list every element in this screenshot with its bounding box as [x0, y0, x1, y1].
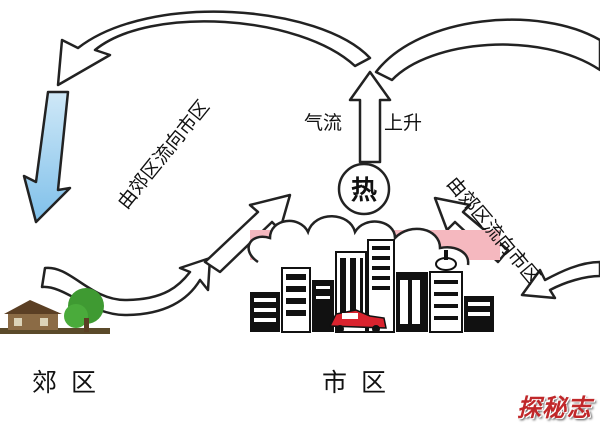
rising-air-label-right: 上升	[384, 112, 423, 134]
surface-flow-arrow-right	[520, 260, 600, 300]
city-label: 市区	[322, 368, 401, 397]
inflow-arrow-left	[203, 193, 292, 274]
heat-circle	[337, 162, 391, 216]
upper-return-arrow-left	[56, 10, 372, 87]
heat-cloud	[247, 215, 470, 266]
city-skyline	[250, 239, 494, 333]
watermark-logo: 探秘志	[517, 394, 592, 422]
heat-label: 热	[350, 176, 377, 206]
car	[328, 309, 387, 333]
surface-flow-arrow-left	[40, 256, 212, 317]
rising-air-arrow	[348, 70, 392, 164]
suburb-scene	[0, 288, 110, 334]
descending-air-arrow	[22, 90, 72, 224]
suburb-label: 郊区	[32, 368, 111, 397]
rising-air-label-left: 气流	[304, 112, 343, 134]
upper-return-arrow-right	[374, 18, 600, 82]
